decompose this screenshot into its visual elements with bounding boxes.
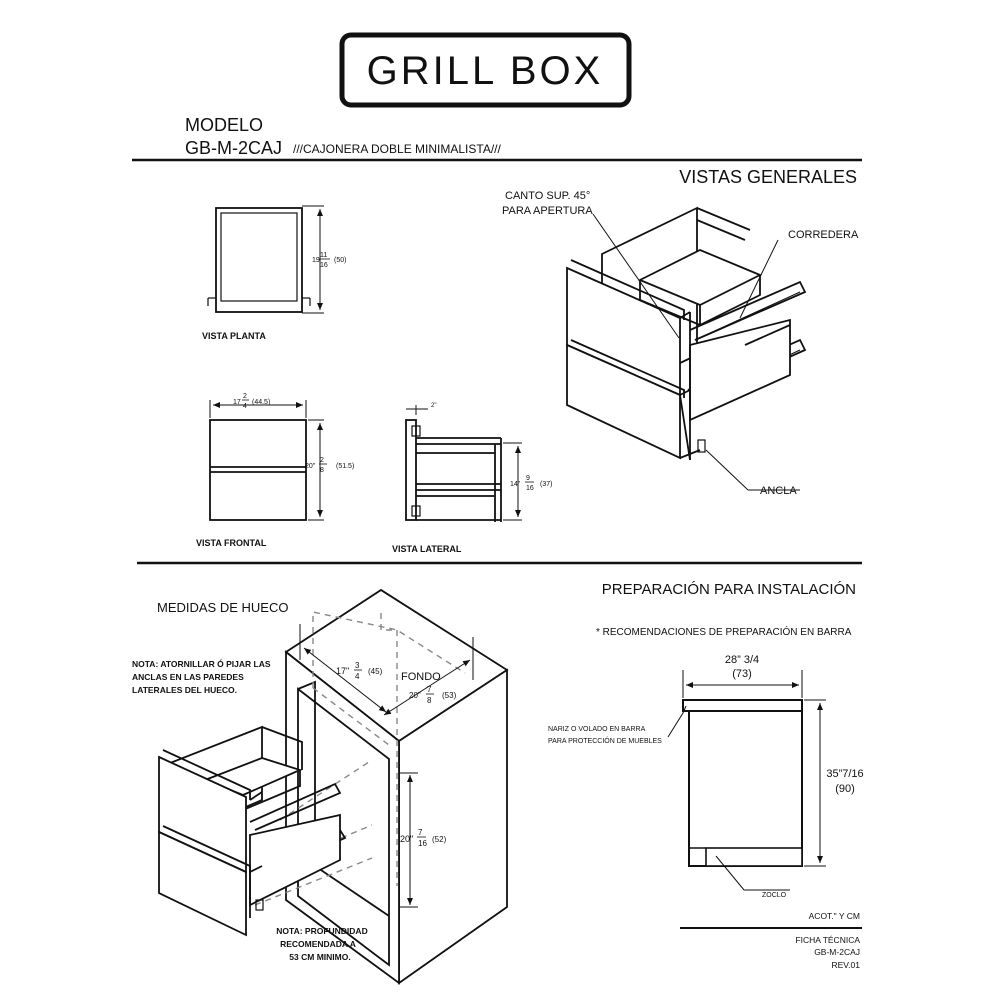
svg-text:(44.5): (44.5) [252,399,270,406]
front-view-label: VISTA FRONTAL [196,538,267,548]
hole-note-anchors: NOTA: ATORNILLAR Ó PIJAR LAS ANCLAS EN L… [132,658,271,695]
svg-text:(45): (45) [368,667,383,676]
model-code: GB-M-2CAJ [185,138,282,158]
section-title-views: VISTAS GENERALES [679,167,857,187]
section-title-hole: MEDIDAS DE HUECO [157,600,288,615]
svg-text:FICHA TÉCNICA: FICHA TÉCNICA [795,935,860,945]
svg-text:NOTA: PROFUNDIDAD: NOTA: PROFUNDIDAD [276,926,367,936]
svg-text:PARA PROTECCIÓN DE MUEBLES: PARA PROTECCIÓN DE MUEBLES [548,736,662,745]
brand-logo: GRILL BOX [339,32,632,108]
plan-dimension: 19 11 16 (50) [312,252,346,269]
svg-text:(50): (50) [334,257,346,264]
svg-text:8: 8 [427,696,432,705]
front-height-dimension: 20" 2 8 (51.5) [305,457,354,474]
svg-text:PARA APERTURA: PARA APERTURA [502,205,593,217]
plan-view [207,205,324,314]
slide-callout: CORREDERA [788,229,859,241]
model-description: ///CAJONERA DOBLE MINIMALISTA/// [293,142,501,156]
model-label: MODELO [185,115,263,135]
svg-text:4: 4 [355,672,360,681]
svg-text:14": 14" [510,481,521,488]
svg-text:NARIZ O VOLADO EN BARRA: NARIZ O VOLADO EN BARRA [548,726,646,733]
edge-callout: CANTO SUP. 45° PARA APERTURA [502,190,593,217]
svg-text:16: 16 [526,485,534,492]
logo-text: GRILL BOX [367,49,604,93]
svg-text:2: 2 [243,393,247,400]
svg-text:7: 7 [418,828,423,837]
drawer-unit-inserting [158,725,347,937]
side-top-dimension: 2" [431,403,436,409]
nose-callout: NARIZ O VOLADO EN BARRA PARA PROTECCIÓN … [548,726,662,745]
cabinet-opening-drawing [254,588,509,985]
install-subtitle: * RECOMENDACIONES DE PREPARACIÓN EN BARR… [596,625,852,638]
svg-text:(51.5): (51.5) [336,463,354,470]
side-view-label: VISTA LATERAL [392,544,462,554]
hole-depth-label: FONDO [401,671,441,683]
isometric-drawer-unit [566,206,807,491]
svg-text:20": 20" [305,463,316,470]
install-height: 35”7/16 [826,768,863,780]
svg-text:(37): (37) [540,481,552,488]
svg-text:20": 20" [400,834,413,844]
bar-elevation [667,670,826,891]
svg-text:17: 17 [233,399,241,406]
install-width-cm: (73) [732,668,752,680]
svg-text:(52): (52) [432,835,447,844]
svg-text:NOTA: ATORNILLAR Ó PIJAR LAS: NOTA: ATORNILLAR Ó PIJAR LAS [132,658,271,669]
plan-view-label: VISTA PLANTA [202,331,266,341]
side-view [405,405,522,522]
hole-depth-dimension: 20" 7 8 (53) [409,685,457,705]
front-width-dimension: 17 2 4 (44.5) [233,393,270,410]
svg-text:GB-M-2CAJ: GB-M-2CAJ [814,947,860,957]
svg-text:8: 8 [320,467,324,474]
svg-text:17": 17" [336,666,349,676]
base-callout: ZOCLO [762,892,787,899]
svg-text:16: 16 [320,262,328,269]
svg-text:9: 9 [526,475,530,482]
svg-text:(53): (53) [442,691,457,700]
svg-text:7: 7 [427,685,432,694]
hole-height-dimension: 20" 7 16 (52) [400,828,447,848]
install-height-cm: (90) [835,783,855,795]
side-height-dimension: 14" 9 16 (37) [510,475,552,492]
svg-text:16: 16 [418,839,427,848]
svg-text:LATERALES DEL HUECO.: LATERALES DEL HUECO. [132,685,237,695]
front-view [209,400,324,521]
svg-text:53 CM MINIMO.: 53 CM MINIMO. [289,952,350,962]
svg-text:19: 19 [312,257,320,264]
svg-text:20": 20" [409,691,421,700]
svg-text:RECOMENDADA A: RECOMENDADA A [280,939,356,949]
svg-text:2: 2 [320,457,324,464]
footer-block: FICHA TÉCNICA GB-M-2CAJ REV.01 [795,935,860,970]
section-title-install: PREPARACIÓN PARA INSTALACIÓN [602,581,856,598]
svg-text:4: 4 [243,403,247,410]
install-width: 28” 3/4 [725,654,759,666]
hole-note-depth: NOTA: PROFUNDIDAD RECOMENDADA A 53 CM MI… [276,926,367,962]
svg-text:CANTO SUP. 45°: CANTO SUP. 45° [505,190,590,202]
svg-text:REV.01: REV.01 [831,960,860,970]
svg-text:3: 3 [355,661,360,670]
hole-width-dimension: 17" 3 4 (45) [336,661,383,681]
anchor-callout: ANCLA [760,485,797,497]
units-note: ACOT." Y CM [809,911,860,921]
svg-text:11: 11 [320,252,327,259]
svg-text:ANCLAS EN LAS PAREDES: ANCLAS EN LAS PAREDES [132,672,244,682]
